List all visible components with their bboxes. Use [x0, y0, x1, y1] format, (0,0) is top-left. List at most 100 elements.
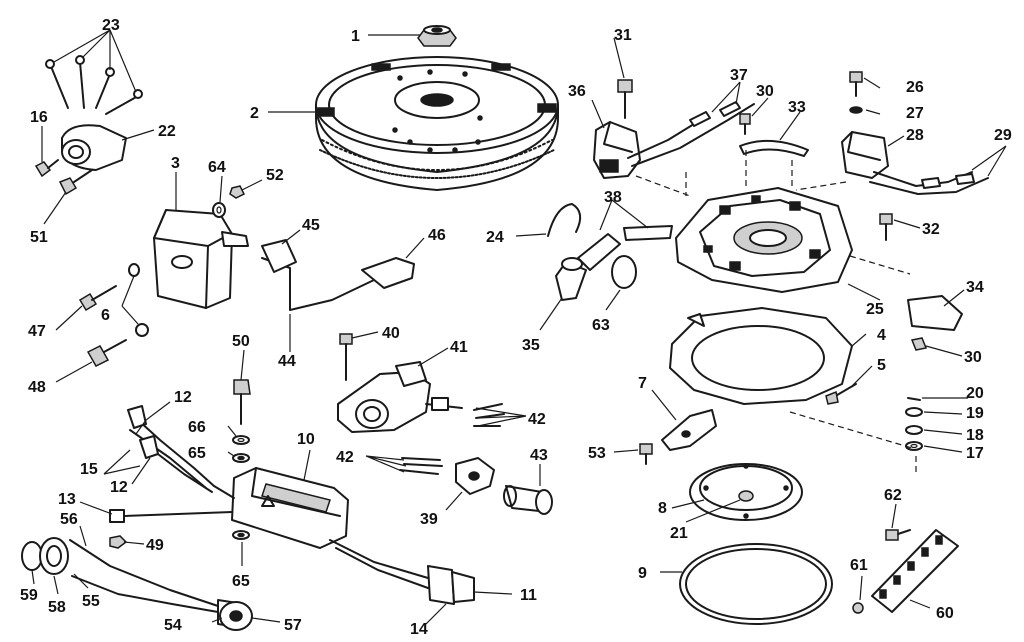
- callout-21: 21: [670, 525, 688, 542]
- screw-16-part[interactable]: [34, 159, 59, 178]
- clamp-63-part[interactable]: [611, 255, 637, 289]
- callout-35: 35: [522, 337, 540, 354]
- bolt-40-part[interactable]: [339, 333, 353, 381]
- callout-4: 4: [877, 327, 886, 344]
- callout-24: 24: [486, 229, 504, 246]
- callout-18: 18: [966, 427, 984, 444]
- callout-55: 55: [82, 593, 100, 610]
- callout-31: 31: [614, 27, 632, 44]
- callout-13: 13: [58, 491, 76, 508]
- callout-42a: 42: [528, 411, 546, 428]
- timer-base-part[interactable]: [337, 361, 463, 433]
- stator-plate-part[interactable]: [675, 187, 853, 293]
- coil-cover-part[interactable]: [61, 124, 127, 171]
- screw-62-part[interactable]: [885, 529, 911, 541]
- flywheel-nut-part[interactable]: [417, 25, 457, 47]
- callout-23: 23: [102, 17, 120, 34]
- flywheel-part[interactable]: [315, 56, 559, 191]
- leads-29-part[interactable]: [869, 171, 989, 195]
- callout-52: 52: [266, 167, 284, 184]
- bracket-34-part[interactable]: [907, 295, 963, 331]
- screw-30b-part[interactable]: [910, 337, 928, 351]
- screw-53-part[interactable]: [639, 443, 653, 465]
- retainer-33-part[interactable]: [739, 139, 809, 157]
- callout-8: 8: [658, 500, 667, 517]
- callout-34: 34: [966, 279, 984, 296]
- callout-25: 25: [866, 301, 884, 318]
- connector-plug-part[interactable]: [329, 539, 475, 605]
- charge-coil-36-part[interactable]: [593, 121, 641, 179]
- harness-leads-part[interactable]: [127, 405, 235, 499]
- sensor-39-part[interactable]: [455, 457, 495, 495]
- coil-28-part[interactable]: [841, 131, 889, 179]
- screw-26-part[interactable]: [849, 71, 863, 97]
- ignition-coil-part[interactable]: [153, 209, 249, 309]
- terminal-13-part[interactable]: [109, 509, 233, 523]
- lockwasher-27-part[interactable]: [849, 106, 863, 114]
- washer-6-part[interactable]: [128, 263, 149, 337]
- washer-65-part[interactable]: [232, 453, 250, 540]
- callout-2: 2: [250, 105, 259, 122]
- screw-51-part[interactable]: [58, 169, 93, 196]
- screw-5-part[interactable]: [825, 383, 857, 405]
- callout-50: 50: [232, 333, 250, 350]
- callout-46: 46: [428, 227, 446, 244]
- callout-30a: 30: [756, 83, 774, 100]
- leads-37-part[interactable]: [627, 101, 755, 167]
- washer-64-part[interactable]: [212, 202, 226, 218]
- stud-48-part[interactable]: [86, 339, 127, 367]
- pin-20-part[interactable]: [907, 397, 921, 401]
- spring-clip-24-part[interactable]: [547, 203, 582, 237]
- power-pack-part[interactable]: [231, 467, 349, 549]
- timer-plate-part[interactable]: [689, 463, 803, 521]
- callout-5: 5: [877, 357, 886, 374]
- bolt-47-part[interactable]: [78, 285, 117, 312]
- callout-53: 53: [588, 445, 606, 462]
- throttle-cam-part[interactable]: [661, 409, 717, 451]
- callout-51: 51: [30, 229, 48, 246]
- callout-28: 28: [906, 127, 924, 144]
- callout-44: 44: [278, 353, 296, 370]
- screw-set-part[interactable]: [45, 55, 143, 115]
- callout-60: 60: [936, 605, 954, 622]
- screw-32-part[interactable]: [879, 213, 893, 241]
- callout-66: 66: [188, 419, 206, 436]
- terminal-block-part[interactable]: [871, 529, 959, 613]
- hose-38-part[interactable]: [577, 225, 673, 271]
- nut-49-part[interactable]: [109, 535, 128, 549]
- callout-20: 20: [966, 385, 984, 402]
- washer-19-part[interactable]: [905, 407, 923, 417]
- callout-12a: 12: [174, 389, 192, 406]
- callout-65a: 65: [188, 445, 206, 462]
- callout-1: 1: [351, 28, 360, 45]
- snap-ring-part[interactable]: [679, 543, 833, 625]
- leader-lines: [31, 29, 1007, 625]
- washer-17-part[interactable]: [905, 441, 923, 451]
- callout-29: 29: [994, 127, 1012, 144]
- callout-3: 3: [171, 155, 180, 172]
- screw-61-part[interactable]: [852, 602, 864, 614]
- bolt-31-part[interactable]: [617, 79, 633, 119]
- callout-17: 17: [966, 445, 984, 462]
- retainer-plate-part[interactable]: [669, 307, 853, 405]
- callout-10: 10: [297, 431, 315, 448]
- washer-66-part[interactable]: [232, 435, 250, 445]
- spark-plug-lead-part[interactable]: [261, 239, 415, 311]
- callout-42b: 42: [336, 449, 354, 466]
- filter-35-part[interactable]: [555, 257, 587, 301]
- nut-52-part[interactable]: [229, 185, 246, 199]
- callout-57: 57: [284, 617, 302, 634]
- washer-18-part[interactable]: [905, 425, 923, 435]
- callout-49: 49: [146, 537, 164, 554]
- callout-30b: 30: [964, 349, 982, 366]
- screw-30a-part[interactable]: [739, 113, 751, 135]
- bushing-43-part[interactable]: [503, 485, 553, 515]
- callout-37: 37: [730, 67, 748, 84]
- callout-62: 62: [884, 487, 902, 504]
- key-switch-harness-part[interactable]: [21, 537, 253, 631]
- callout-48: 48: [28, 379, 46, 396]
- callout-64: 64: [208, 159, 226, 176]
- bolt-50-part[interactable]: [233, 379, 251, 425]
- callout-9: 9: [638, 565, 647, 582]
